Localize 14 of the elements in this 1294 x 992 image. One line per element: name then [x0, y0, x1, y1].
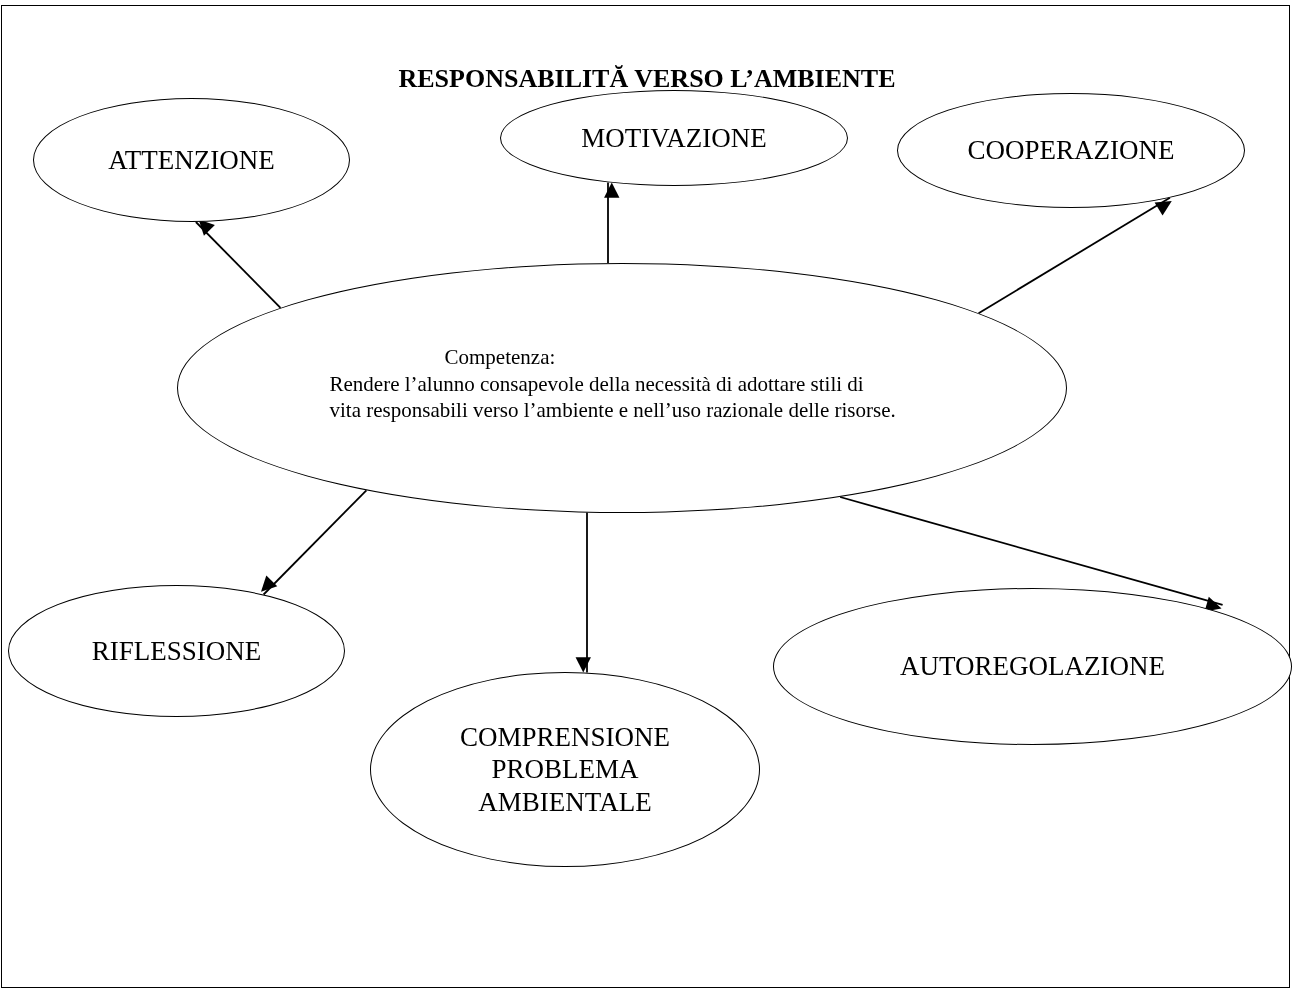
- concept-label: AUTOREGOLAZIONE: [900, 650, 1165, 683]
- concept-label: MOTIVAZIONE: [581, 121, 767, 155]
- concept-label: COOPERAZIONE: [967, 134, 1175, 167]
- concept-label: ATTENZIONE: [108, 143, 275, 177]
- arrow: [261, 489, 368, 596]
- body-text: Rendere l’alunno consapevole della necessità di adottare stili di vita responsabili verso l’ambiente e nell’uso razionale delle risorse.: [329, 370, 897, 424]
- concept-label: COMPRENSIONE PROBLEMA AMBIENTALE: [459, 720, 671, 819]
- arrow: [604, 181, 620, 264]
- heading-text: Competenza:: [443, 344, 557, 371]
- arrow: [575, 511, 591, 674]
- diagram-title: RESPONSABILITĂ VERSO L’AMBIENTE: [397, 64, 897, 94]
- concept-label: RIFLESSIONE: [91, 634, 262, 668]
- arrow: [977, 196, 1172, 315]
- arrow: [839, 496, 1224, 612]
